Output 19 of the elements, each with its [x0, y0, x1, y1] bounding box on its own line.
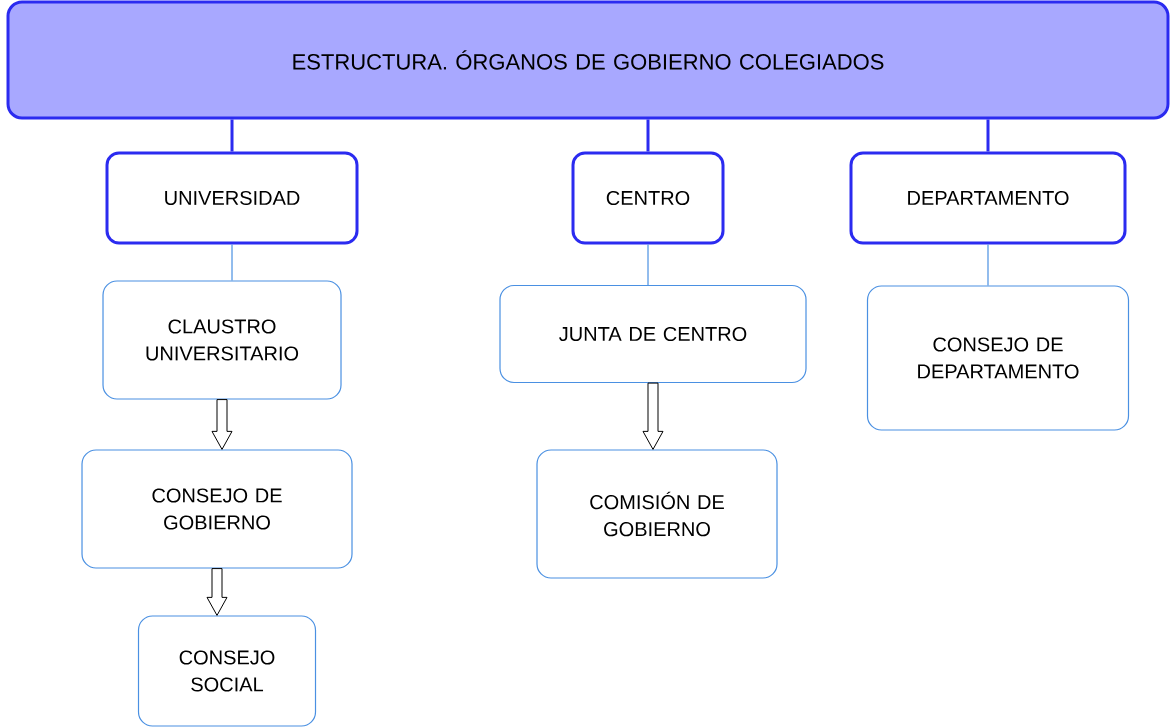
block-arrow — [206, 568, 228, 616]
block-arrow — [211, 399, 233, 450]
body-box: CONSEJO SOCIAL — [137, 615, 317, 727]
title-banner: ESTRUCTURA. ÓRGANOS DE GOBIERNO COLEGIADOS — [6, 0, 1170, 120]
connector-line — [647, 243, 649, 286]
body-box: COMISIÓN DE GOBIERNO — [536, 449, 778, 579]
category-box: DEPARTAMENTO — [849, 151, 1127, 245]
connector-line — [230, 119, 234, 152]
block-arrow — [642, 382, 664, 450]
body-box: JUNTA DE CENTRO — [499, 284, 807, 384]
connector-line — [231, 243, 233, 281]
body-box: CONSEJO DE DEPARTAMENTO — [866, 285, 1130, 431]
category-box: CENTRO — [571, 151, 725, 245]
body-box: CLAUSTRO UNIVERSITARIO — [102, 280, 342, 400]
connector-line — [646, 119, 650, 152]
category-box: UNIVERSIDAD — [105, 151, 359, 245]
connector-line — [987, 243, 989, 286]
body-box: CONSEJO DE GOBIERNO — [81, 449, 353, 569]
connector-line — [986, 119, 990, 152]
